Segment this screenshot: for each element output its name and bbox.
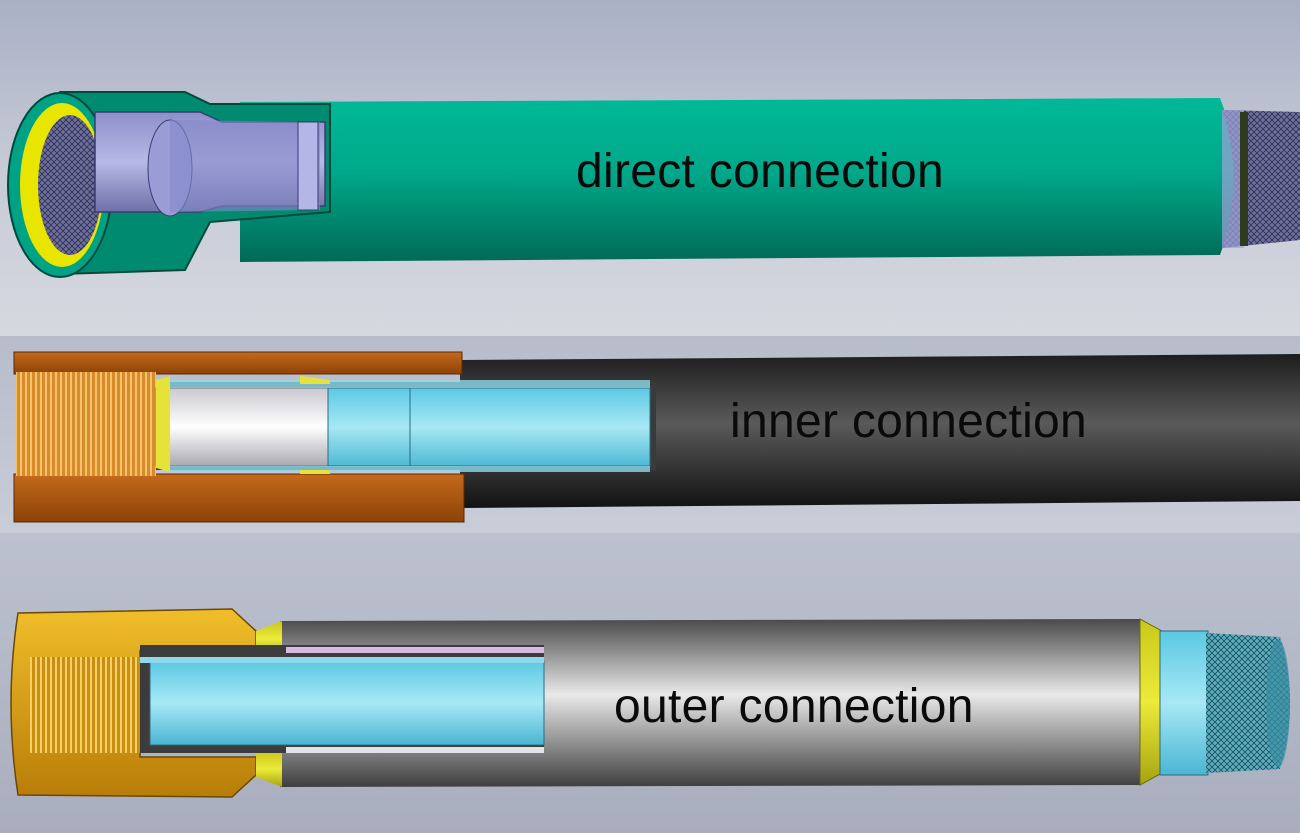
outer-pin-shoulder <box>1159 630 1209 776</box>
inner-pipe-body <box>460 354 1300 508</box>
outer-connection-panel: outer connection <box>0 533 1300 833</box>
inner-liner <box>327 387 651 467</box>
direct-connection-label: direct connection <box>576 145 944 198</box>
outer-coupling <box>10 608 257 798</box>
direct-pipe-body <box>240 98 1235 262</box>
outer-coupling-thread <box>30 657 146 753</box>
inner-coupling-thread <box>16 372 156 476</box>
outer-collar <box>1139 618 1163 786</box>
inner-coupling <box>13 351 465 523</box>
outer-connection-label: outer connection <box>614 680 974 733</box>
outer-connection-drawing <box>0 533 1300 833</box>
outer-liner <box>149 660 545 746</box>
direct-connection-panel: direct connection <box>0 0 1300 336</box>
inner-connection-panel: inner connection <box>0 336 1300 533</box>
inner-connection-label: inner connection <box>730 395 1088 448</box>
direct-connection-drawing <box>0 0 1300 336</box>
direct-box-thread <box>38 115 102 255</box>
inner-connection-drawing <box>0 336 1300 533</box>
direct-pin-thread <box>1222 110 1300 248</box>
inner-silver-sleeve <box>155 387 329 467</box>
